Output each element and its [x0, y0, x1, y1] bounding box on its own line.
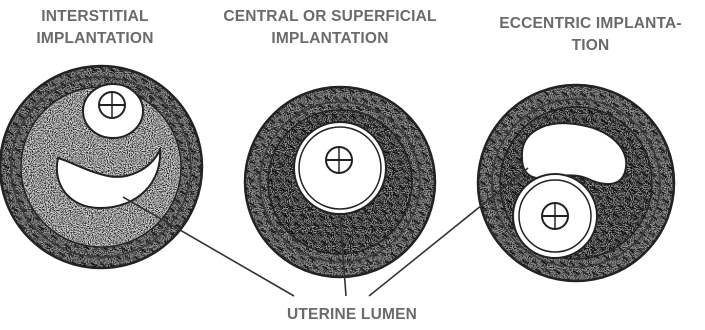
interstitial-embryo — [83, 84, 143, 138]
interstitial-uterus — [0, 66, 202, 268]
central-embryo — [326, 147, 352, 173]
eccentric-uterus — [478, 85, 674, 281]
central-uterus — [245, 87, 435, 277]
eccentric-embryo — [542, 203, 568, 229]
